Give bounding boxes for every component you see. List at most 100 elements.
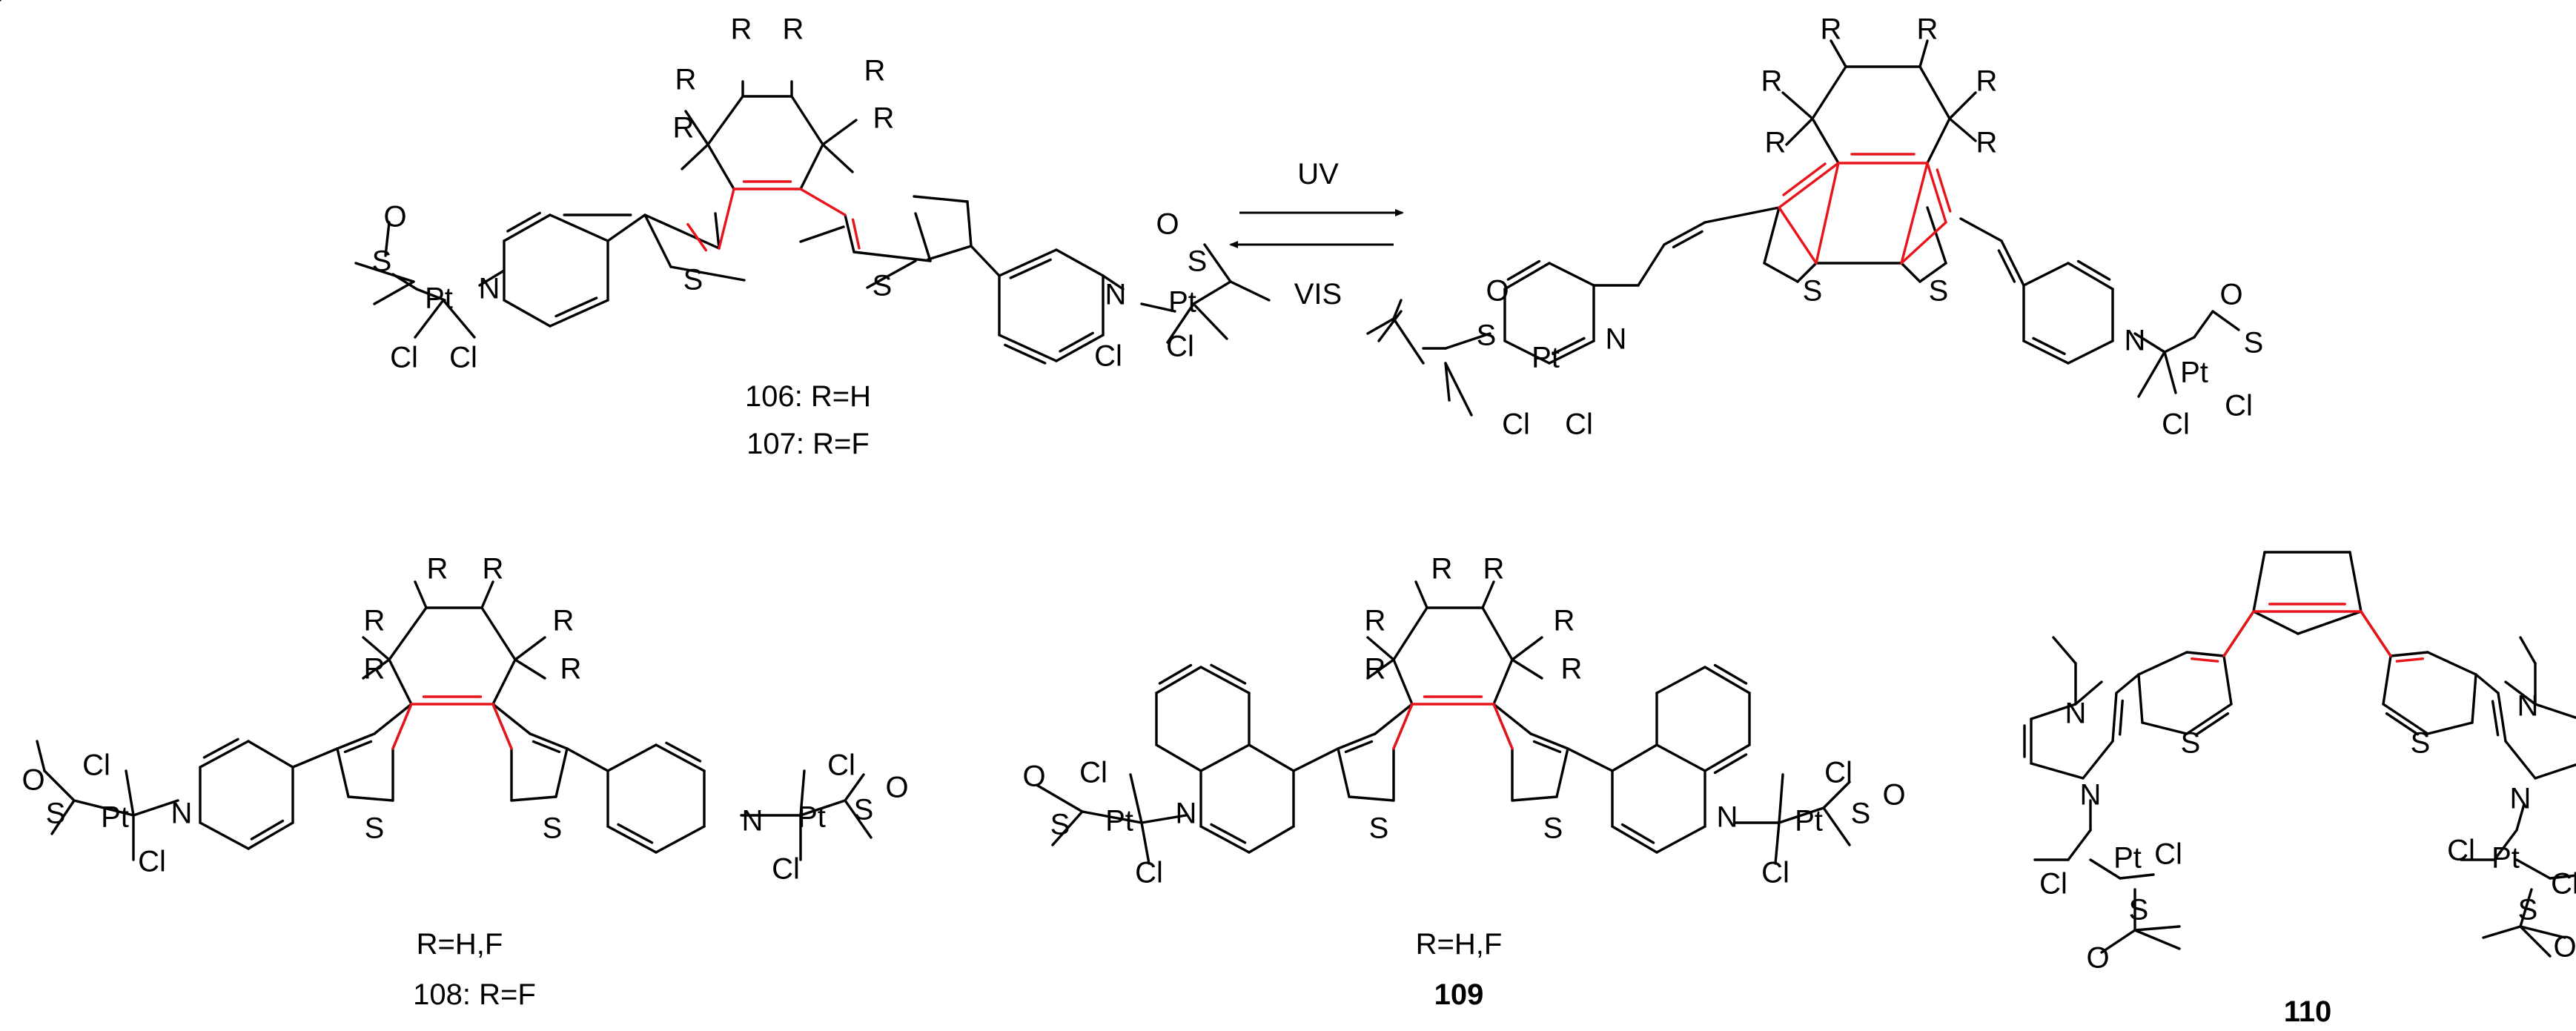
highlighted-bond bbox=[1926, 162, 1947, 224]
bond bbox=[2515, 858, 2552, 880]
bond bbox=[2032, 337, 2066, 356]
atom-label-s: S bbox=[854, 794, 874, 826]
highlighted-bond bbox=[1778, 206, 1818, 265]
atom-label-s: S bbox=[1929, 275, 1949, 308]
bond bbox=[43, 769, 76, 802]
bond bbox=[503, 213, 552, 242]
bond bbox=[1948, 117, 1977, 142]
bond bbox=[373, 703, 413, 735]
bond bbox=[125, 769, 135, 817]
atom-label-n: N bbox=[2510, 783, 2532, 815]
bond bbox=[2534, 703, 2576, 720]
atom-label-cl: Cl bbox=[138, 846, 166, 878]
bond bbox=[388, 606, 428, 661]
bond bbox=[1511, 795, 1558, 802]
atom-label-pt: Pt bbox=[1168, 286, 1196, 319]
bond bbox=[514, 658, 546, 680]
bond bbox=[414, 299, 445, 339]
highlighted-bond bbox=[391, 703, 413, 750]
bond bbox=[1555, 747, 1569, 798]
bond bbox=[2119, 699, 2124, 736]
bond bbox=[1506, 259, 1541, 281]
atom-label-s: S bbox=[2244, 327, 2264, 359]
bond bbox=[1481, 606, 1514, 661]
atom-label-n: N bbox=[1717, 801, 1738, 834]
bond bbox=[510, 795, 557, 802]
bond bbox=[1337, 747, 1351, 798]
highlighted-bond bbox=[1900, 162, 1929, 265]
bond bbox=[491, 658, 517, 706]
bond bbox=[2022, 262, 2070, 287]
bond bbox=[1102, 274, 1125, 291]
compound-106-number: 106 bbox=[745, 380, 795, 413]
bond bbox=[1552, 337, 1586, 356]
bond bbox=[706, 95, 744, 146]
bond bbox=[480, 606, 517, 661]
bond bbox=[681, 143, 709, 170]
atom-label-s: S bbox=[543, 812, 563, 845]
atom-label-s: S bbox=[1369, 812, 1389, 845]
bond bbox=[1703, 743, 1751, 772]
bond bbox=[2426, 721, 2474, 735]
bond bbox=[2141, 721, 2188, 735]
bond bbox=[1778, 773, 1784, 824]
bond bbox=[1785, 117, 1814, 146]
atom-label-cl: Cl bbox=[390, 342, 418, 374]
bond bbox=[643, 213, 721, 250]
atom-label-r: R bbox=[873, 102, 895, 135]
compound-109-note: R=H,F bbox=[1416, 928, 1503, 961]
bond bbox=[414, 580, 428, 609]
atom-label-r: R bbox=[675, 64, 697, 96]
compound-107-substituent: : R=F bbox=[796, 428, 870, 460]
bond bbox=[1781, 91, 1814, 120]
bond bbox=[73, 799, 135, 817]
atom-label-r: R bbox=[1976, 65, 1998, 98]
bond bbox=[1620, 823, 1655, 844]
highlighted-bond bbox=[1815, 162, 1840, 265]
atom-label-r: R bbox=[1917, 13, 1938, 46]
atom-label-n: N bbox=[1176, 798, 1197, 830]
highlighted-bond bbox=[2395, 657, 2424, 663]
bond bbox=[1248, 825, 1295, 854]
highlighted-bond bbox=[1492, 703, 1514, 750]
atom-label-r: R bbox=[1761, 65, 1783, 98]
bond bbox=[1529, 732, 1569, 750]
atom-label-pt: Pt bbox=[1105, 805, 1133, 838]
bond bbox=[362, 658, 391, 680]
bond bbox=[2549, 874, 2576, 880]
bond bbox=[1532, 740, 1562, 754]
bond bbox=[866, 259, 917, 289]
bond bbox=[606, 743, 658, 772]
atom-label-s: S bbox=[365, 812, 385, 845]
bond bbox=[1158, 663, 1193, 685]
bond bbox=[2252, 610, 2299, 635]
bond bbox=[1392, 299, 1403, 320]
bond bbox=[1655, 743, 1706, 772]
atom-label-s: S bbox=[873, 270, 893, 302]
bond bbox=[1548, 339, 1595, 365]
highlighted-bond bbox=[1392, 703, 1414, 750]
atom-label-s: S bbox=[1543, 812, 1563, 845]
atom-label-cl: Cl bbox=[1135, 857, 1163, 889]
bond bbox=[1763, 206, 1781, 265]
bond bbox=[384, 221, 391, 257]
atom-label-cl: Cl bbox=[1824, 757, 1852, 789]
bond bbox=[1444, 362, 1451, 402]
bond bbox=[2022, 339, 2070, 365]
bond bbox=[2497, 692, 2507, 743]
highlighted-bond bbox=[2222, 610, 2255, 657]
bond bbox=[1778, 806, 1825, 824]
bond bbox=[50, 799, 76, 835]
bond bbox=[1611, 743, 1658, 772]
bond bbox=[362, 636, 391, 661]
highlighted-bond bbox=[2191, 657, 2219, 663]
compound-captions: 106: R=H 107: R=F R=H,F 108: R=F R=H,F 1… bbox=[413, 380, 2331, 1028]
atom-label-s: S bbox=[2411, 727, 2431, 760]
bond bbox=[1822, 780, 1851, 809]
bond bbox=[2426, 651, 2477, 676]
bond bbox=[2515, 803, 2526, 832]
bond bbox=[844, 799, 873, 839]
atom-label-r: R bbox=[673, 112, 695, 145]
vis-label: VIS bbox=[1294, 278, 1342, 311]
